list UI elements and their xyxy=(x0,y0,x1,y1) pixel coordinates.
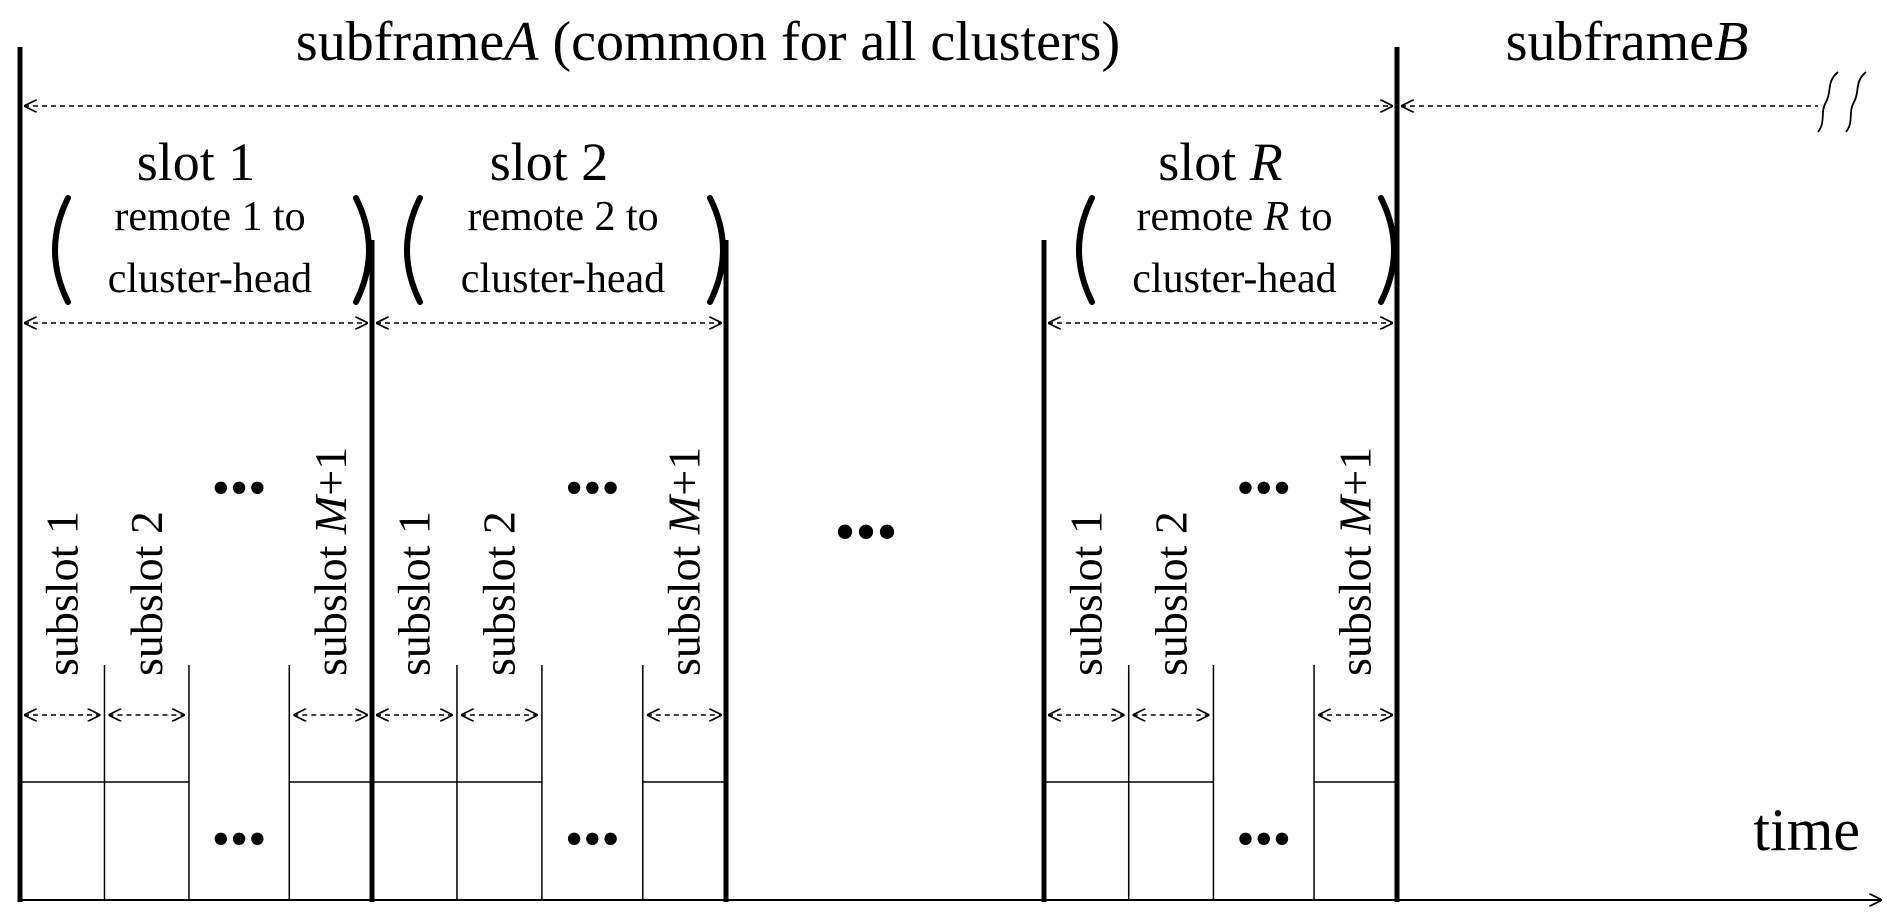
close-parenthesis xyxy=(1378,195,1397,305)
subslot-upper-ellipsis: ••• xyxy=(212,460,267,517)
subslot-2-label: subslot 2 xyxy=(474,511,525,676)
subslot-last-var: M xyxy=(659,493,710,535)
subslot-lower-ellipsis: ••• xyxy=(212,811,267,868)
slot-title-text: slot xyxy=(1158,132,1250,192)
close-parenthesis xyxy=(353,195,372,305)
slot-description-line1: remote 1 to xyxy=(114,194,305,240)
subslot-2-label: subslot 2 xyxy=(121,511,172,676)
subslot-last-var: M xyxy=(1330,493,1381,535)
slot-description-text: remote 2 to xyxy=(467,194,658,240)
subslot-last-text: subslot xyxy=(305,534,356,676)
subslot-1-label: subslot 1 xyxy=(36,511,87,676)
subslot-2-label: subslot 2 xyxy=(1145,511,1196,676)
subslot-last-label: subslot M+1 xyxy=(659,447,710,676)
slot-description-text: to xyxy=(1289,194,1332,240)
subframe-a-label: subframeA (common for all clusters) xyxy=(296,11,1120,73)
slot-description-var: R xyxy=(1263,194,1290,240)
slot-title: slot R xyxy=(1158,132,1283,192)
subslot-last-text: subslot xyxy=(1330,534,1381,676)
open-parenthesis xyxy=(52,195,71,305)
subslot-1-label: subslot 1 xyxy=(1061,511,1112,676)
slot-description-line2: cluster-head xyxy=(1132,256,1336,302)
subframe-b-label: subframeB xyxy=(1506,11,1749,73)
slot-description-text: remote 1 to xyxy=(114,194,305,240)
subslot-upper-ellipsis: ••• xyxy=(565,460,620,517)
open-parenthesis xyxy=(1076,195,1095,305)
slot-title-text: slot 1 xyxy=(137,132,256,192)
slot-title-var: R xyxy=(1249,132,1283,192)
slot-title-text: slot 2 xyxy=(490,132,609,192)
subslot-lower-ellipsis: ••• xyxy=(1236,811,1291,868)
subslot-upper-ellipsis: ••• xyxy=(1236,460,1291,517)
subslot-last-var: M xyxy=(305,493,356,535)
slot-description-line2: cluster-head xyxy=(461,256,665,302)
slots-ellipsis: ••• xyxy=(834,499,897,565)
subslot-1-label: subslot 1 xyxy=(389,511,440,676)
time-label: time xyxy=(1753,797,1860,863)
subslot-lower-ellipsis: ••• xyxy=(565,811,620,868)
continuation-break-mark xyxy=(1817,71,1867,133)
subslot-last-suffix: +1 xyxy=(659,447,710,496)
subslot-last-label: subslot M+1 xyxy=(1330,447,1381,676)
subslot-last-suffix: +1 xyxy=(1330,447,1381,496)
slot-description-line2: cluster-head xyxy=(108,256,312,302)
subslot-last-label: subslot M+1 xyxy=(305,447,356,676)
slot-description-line1: remote 2 to xyxy=(467,194,658,240)
slot-title: slot 2 xyxy=(490,132,609,192)
close-parenthesis xyxy=(707,195,726,305)
slot-description-line1: remote R to xyxy=(1137,194,1333,240)
slot-title: slot 1 xyxy=(137,132,256,192)
subslot-last-text: subslot xyxy=(659,534,710,676)
subslot-last-suffix: +1 xyxy=(305,447,356,496)
slot-description-text: remote xyxy=(1137,194,1264,240)
open-parenthesis xyxy=(404,195,423,305)
